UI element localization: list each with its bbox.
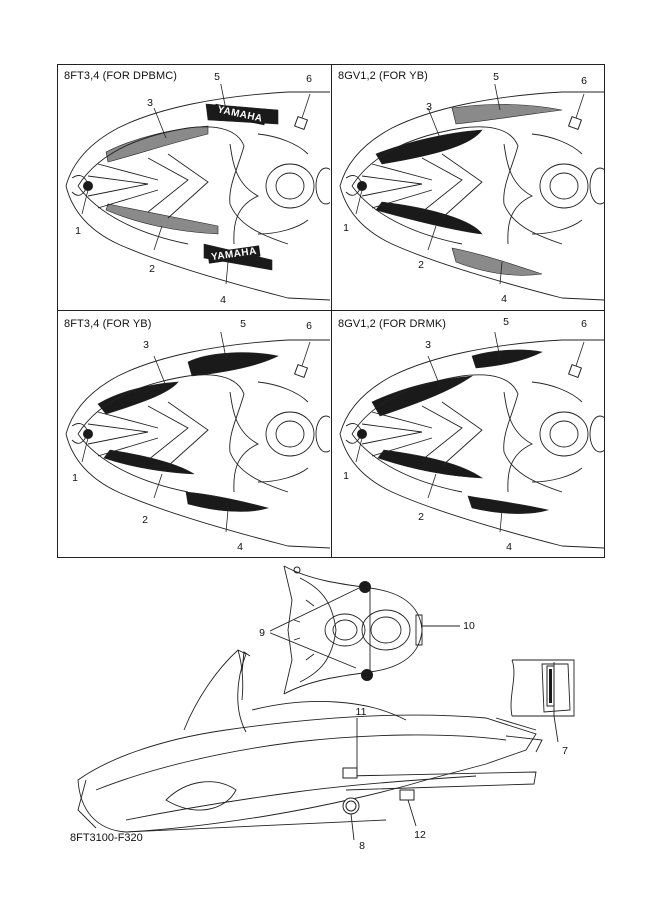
callout-p3-2: 2	[142, 514, 148, 526]
decal-lower-graphic	[375, 201, 483, 235]
decal-upper-stripe	[105, 125, 209, 163]
callout-p2-6: 6	[581, 75, 587, 87]
callout-p1-5: 5	[214, 71, 220, 83]
decal-label-6	[293, 115, 309, 131]
decal-lower-graphic	[103, 449, 195, 475]
callout-p4-5: 5	[503, 316, 509, 328]
decal-bow-emblem	[83, 181, 93, 191]
figure-code: 8FT3100-F320	[70, 832, 143, 844]
callout-12: 12	[414, 829, 426, 841]
callout-p3-1: 1	[72, 472, 78, 484]
decal-upper-rear-graphic	[451, 104, 563, 125]
decal-upper-graphic	[375, 129, 483, 165]
panel-2-title: 8GV1,2 (FOR YB)	[338, 70, 428, 82]
decal-lower-rear-graphic	[467, 495, 550, 514]
decal-bow-emblem	[357, 429, 367, 439]
callout-p2-1: 1	[343, 222, 349, 234]
panel-1-deck-drawing	[65, 84, 330, 301]
callout-p2-2: 2	[418, 259, 424, 271]
panel-4-title: 8GV1,2 (FOR DRMK)	[338, 318, 447, 330]
callout-p3-3: 3	[143, 339, 149, 351]
decal-lower-graphic	[377, 449, 484, 479]
deck-top-view-drawing	[270, 565, 460, 695]
callout-p1-2: 2	[149, 263, 155, 275]
panel-3-title: 8FT3,4 (FOR YB)	[64, 318, 152, 330]
callout-p1-3: 3	[147, 97, 153, 109]
decal-label-6	[293, 363, 309, 379]
decal-bow-emblem	[357, 181, 367, 191]
decal-label-6	[567, 363, 583, 379]
decal-lower-rear-graphic	[451, 247, 543, 276]
panel-divider-horizontal	[57, 310, 605, 312]
callout-p1-4: 4	[220, 294, 226, 306]
callout-10: 10	[463, 620, 475, 632]
callout-p1-6: 6	[306, 73, 312, 85]
callout-p2-4: 4	[501, 293, 507, 305]
decal-upper-graphic	[97, 381, 179, 415]
callout-8: 8	[359, 840, 365, 852]
callout-p4-2: 2	[418, 511, 424, 523]
callout-p2-3: 3	[426, 101, 432, 113]
callout-p4-3: 3	[425, 339, 431, 351]
callout-p2-5: 5	[493, 71, 499, 83]
panel-2-deck-drawing	[339, 84, 604, 301]
callout-9: 9	[259, 627, 265, 639]
decal-bow-emblem	[83, 429, 93, 439]
callout-p1-1: 1	[75, 225, 81, 237]
callout-p4-1: 1	[343, 470, 349, 482]
decal-upper-rear-graphic	[187, 352, 279, 377]
panel-4-deck-drawing	[339, 332, 604, 549]
stern-detail-drawing	[510, 659, 575, 742]
callout-p3-4: 4	[237, 541, 243, 553]
callout-p4-4: 4	[506, 541, 512, 553]
panel-3-deck-drawing	[65, 332, 330, 549]
callout-p3-5: 5	[240, 318, 246, 330]
decal-upper-graphic	[371, 375, 474, 417]
hull-side-view-drawing	[77, 649, 543, 840]
panel-1-title: 8FT3,4 (FOR DPBMC)	[64, 70, 178, 82]
decal-lower-rear-graphic	[185, 491, 270, 512]
decal-lower-stripe	[105, 203, 219, 235]
callout-7: 7	[562, 745, 568, 757]
callout-p4-6: 6	[581, 318, 587, 330]
decal-upper-rear-graphic	[471, 349, 543, 369]
decal-label-6	[567, 115, 583, 131]
callout-11: 11	[355, 706, 367, 718]
callout-p3-6: 6	[306, 320, 312, 332]
